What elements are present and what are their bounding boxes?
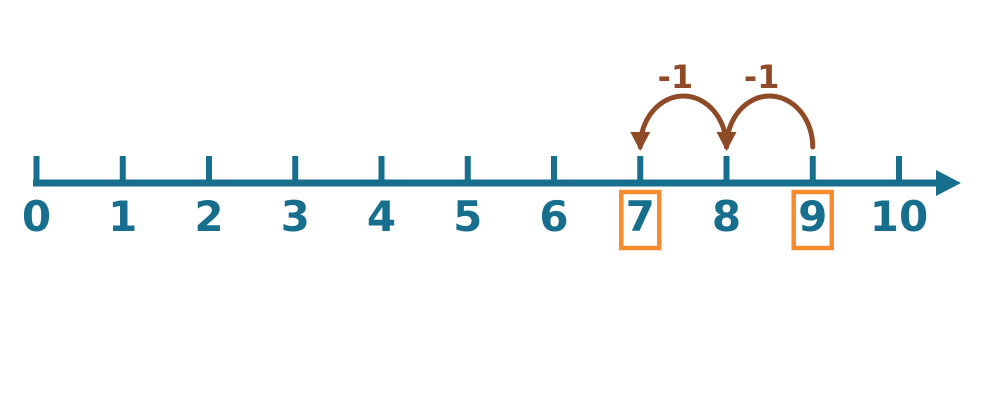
tick-label-8: 8: [712, 192, 741, 241]
tick-label-2: 2: [194, 192, 223, 241]
jump-arc-8-to-7: [637, 93, 729, 150]
tick-label-6: 6: [539, 192, 568, 241]
jump-arc-9-to-8: [724, 93, 816, 150]
tick-label-0: 0: [22, 192, 51, 241]
tick-label-4: 4: [367, 192, 396, 241]
jump-label-9-to-8: -1: [744, 58, 780, 96]
axis-arrowhead-icon: [936, 170, 961, 196]
jump-arrowhead-7: [630, 132, 651, 151]
tick-label-10: 10: [870, 192, 928, 241]
tick-label-7: 7: [626, 192, 655, 241]
tick-label-5: 5: [453, 192, 482, 241]
highlight-box-9: [791, 189, 834, 251]
jump-label-8-to-7: -1: [658, 58, 694, 96]
highlight-box-7: [619, 189, 662, 251]
tick-label-3: 3: [281, 192, 310, 241]
tick-label-1: 1: [108, 192, 137, 241]
tick-label-9: 9: [798, 192, 827, 241]
